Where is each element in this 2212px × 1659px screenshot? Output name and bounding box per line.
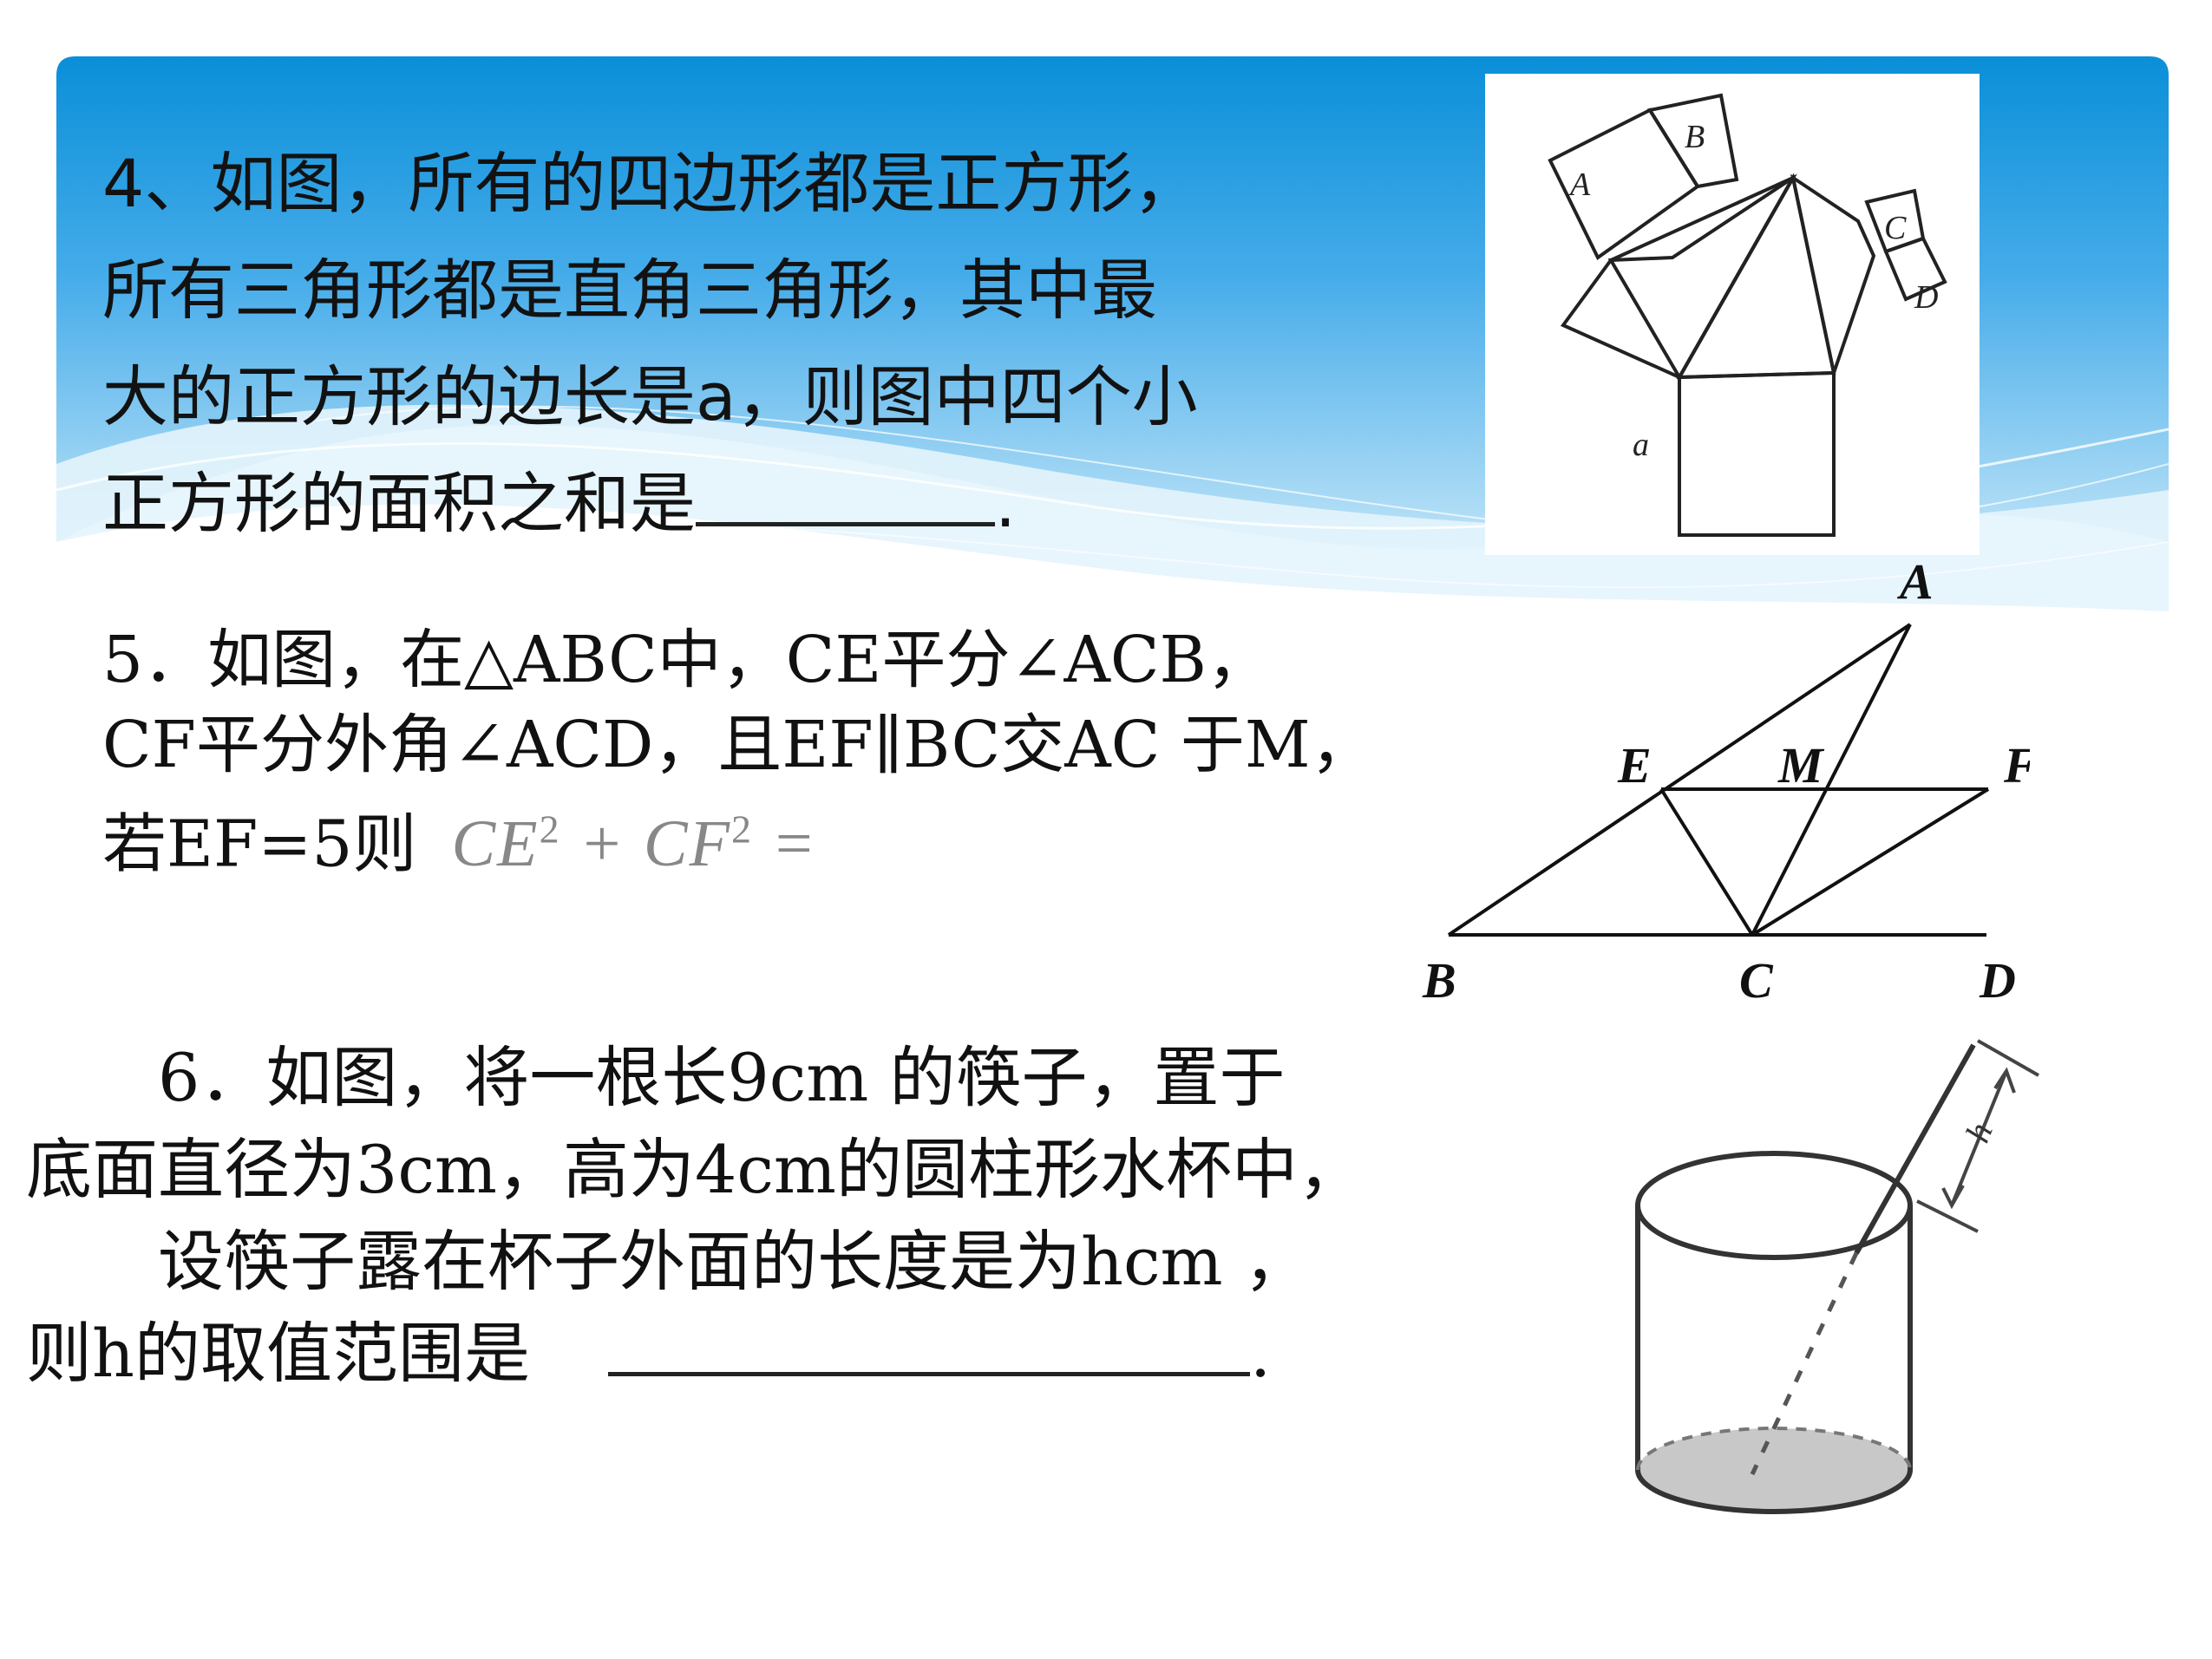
formula-term-ce: CE (451, 807, 540, 881)
segment-EC (1659, 787, 1754, 937)
question-6-line-1: 6．如图，将一根长9cm 的筷子，置于 (26, 1039, 1286, 1116)
figure-5-triangle: A E M F B C D (1422, 555, 2030, 1009)
segment-CF (1751, 787, 1990, 937)
question-5: 5．如图，在△ABC中，CE平分∠ACB， CF平分外角∠ACD，且EF∥BC交… (102, 617, 1456, 886)
big-triangle (1676, 173, 1836, 380)
question-4: 4、如图，所有的四边形都是正方形， 所有三角形都是直角三角形，其中最 大的正方形… (102, 130, 1404, 557)
segment-CA (1751, 624, 1912, 936)
figure4-label-D: D (1914, 279, 1938, 316)
question-6-line-3: 设筷子露在杯子外面的长度是为hcm ， (26, 1223, 1310, 1300)
point-label-M: M (1777, 737, 1825, 794)
square-left (1560, 173, 1797, 380)
question-6-line-4: 则h的取值范围是. (26, 1308, 1466, 1400)
cylinder-bottom-fill (1638, 1428, 1910, 1512)
figure-6-cylinder: h (1635, 1039, 2039, 1514)
point-label-E: E (1617, 737, 1652, 794)
point-label-B: B (1422, 952, 1456, 1009)
formula-equals: = (771, 807, 818, 881)
question-4-line-4-text: 正方形的面积之和是 (102, 465, 696, 542)
formula-plus: + (579, 807, 625, 881)
answer-blank-6[interactable] (607, 1363, 1250, 1376)
chopstick-outside (1854, 1043, 1976, 1255)
point-label-A: A (1897, 555, 1934, 610)
question-4-line-1: 4、如图，所有的四边形都是正方形， (102, 145, 1200, 222)
figure4-label-B: B (1685, 119, 1705, 155)
square-D (1883, 236, 1947, 302)
question-4-line-3: 大的正方形的边长是a，则图中四个小 (102, 358, 1198, 435)
cylinder-bottom-front (1635, 1469, 1913, 1514)
point-label-C: C (1739, 952, 1774, 1009)
formula-exp-1: 2 (539, 807, 561, 852)
cylinder-top (1635, 1151, 1913, 1260)
figure-4-squares: A B C D a (1485, 74, 1980, 555)
formula-ce2-cf2: CE2 + CF2 = (451, 807, 817, 880)
question-5-line-1: 5．如图，在△ABC中，CE平分∠ACB， (102, 623, 1271, 697)
question-4-line-4: 正方形的面积之和是. (102, 450, 1404, 557)
square-a (1678, 370, 1836, 537)
question-4-period: . (995, 465, 1017, 542)
question-5-line-2: CF平分外角∠ACD，且EF∥BC交AC 于M， (102, 708, 1375, 782)
figure4-label-a: a (1633, 427, 1649, 463)
formula-exp-2: 2 (731, 807, 753, 852)
question-4-line-2: 所有三角形都是直角三角形，其中最 (102, 251, 1157, 329)
formula-term-cf: CF (643, 807, 731, 881)
figure4-label-A: A (1567, 167, 1591, 203)
point-label-D: D (1979, 952, 2016, 1009)
point-label-F: F (2003, 737, 2030, 794)
question-6-line-4-text: 则h的取值范围是 (26, 1315, 530, 1392)
question-6-period: . (1249, 1315, 1272, 1392)
question-5-line-3-text: 若EF=5则 (102, 807, 417, 882)
figure4-label-C: C (1884, 210, 1907, 246)
segment-BA (1447, 623, 1912, 937)
square-medium-right (1790, 173, 1876, 380)
question-6: 6．如图，将一根长9cm 的筷子，置于 底面直径为3cm，高为4cm的圆柱形水杯… (26, 1032, 1466, 1400)
answer-blank-4[interactable] (696, 513, 995, 526)
square-B (1646, 93, 1739, 189)
question-6-line-2: 底面直径为3cm，高为4cm的圆柱形水杯中， (26, 1131, 1364, 1208)
square-medium-left (1607, 176, 1795, 381)
